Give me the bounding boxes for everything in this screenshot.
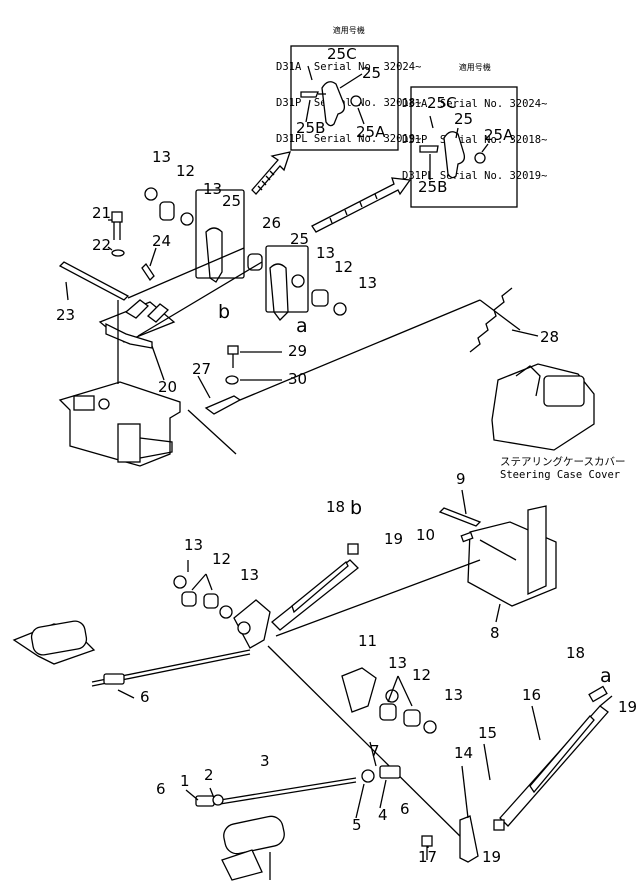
serial-row: D31A Serial No. 32024~ <box>402 98 548 110</box>
part-label: 13 <box>388 654 407 672</box>
steering-case-cover-en: Steering Case Cover <box>500 469 620 481</box>
inset-box-1: 25C 25 25B 25A <box>290 45 399 151</box>
part-label: 19 <box>618 698 637 716</box>
steering-case-cover-jp: ステアリングケースカバー <box>500 455 625 468</box>
part-label: 25C <box>427 94 457 112</box>
part-label: 23 <box>56 306 75 324</box>
upper-part-labels: 13 12 21 13 25 22 24 26 25 13 12 23 13 b… <box>56 148 559 399</box>
serial-row: D31A Serial No. 32024~ <box>276 61 422 73</box>
part-label: 25 <box>290 230 309 248</box>
part-label: 25 <box>454 110 473 128</box>
part-label: 6 <box>156 780 166 798</box>
part-label: 14 <box>454 744 473 762</box>
part-label: 13 <box>184 536 203 554</box>
part-label: 8 <box>490 624 500 642</box>
part-label: 3 <box>260 752 270 770</box>
part-label: 18 <box>566 644 585 662</box>
serial-row: D31PL Serial No. 32019~ <box>402 170 548 182</box>
upper-assembly <box>58 187 595 467</box>
part-label: 10 <box>416 526 435 544</box>
part-label: 25A <box>484 126 514 144</box>
part-label: 24 <box>152 232 171 250</box>
part-label: 30 <box>288 370 307 388</box>
part-label: b <box>350 497 362 519</box>
part-label: 25B <box>296 119 325 137</box>
part-label: 12 <box>412 666 431 684</box>
part-label: 6 <box>140 688 150 706</box>
part-label: a <box>296 315 308 337</box>
part-label: 4 <box>378 806 388 824</box>
part-label: 19 <box>384 530 403 548</box>
part-label: 12 <box>176 162 195 180</box>
part-label: 16 <box>522 686 541 704</box>
part-label: 25A <box>356 123 386 141</box>
part-label: 15 <box>478 724 497 742</box>
part-label: 1 <box>180 772 190 790</box>
part-label: 29 <box>288 342 307 360</box>
part-label: 20 <box>158 378 177 396</box>
serial-header-caption: 適用号機 <box>332 26 365 35</box>
part-label: 25 <box>222 192 241 210</box>
arrow-to-inset-1 <box>251 151 291 195</box>
lower-part-labels: 9 18 b 19 10 13 12 13 8 6 11 13 12 13 18… <box>117 470 637 866</box>
part-label: 6 <box>400 800 410 818</box>
part-label: 13 <box>203 180 222 198</box>
lower-assembly <box>12 505 613 881</box>
part-label: 25B <box>418 178 447 196</box>
part-label: 12 <box>334 258 353 276</box>
part-label: 13 <box>152 148 171 166</box>
part-label: 13 <box>316 244 335 262</box>
part-label: 27 <box>192 360 211 378</box>
part-label: 22 <box>92 236 111 254</box>
part-label: 13 <box>358 274 377 292</box>
arrow-to-inset-2 <box>311 177 412 233</box>
part-label: 9 <box>456 470 466 488</box>
inset-box-2: 25C 25 25A 25B <box>410 86 518 208</box>
part-label: a <box>600 665 612 687</box>
part-label: 17 <box>418 848 437 866</box>
part-label: 5 <box>352 816 362 834</box>
part-label: 19 <box>482 848 501 866</box>
part-label: 13 <box>444 686 463 704</box>
part-label: 13 <box>240 566 259 584</box>
part-label: 12 <box>212 550 231 568</box>
serial-header-caption: 適用号機 <box>458 63 491 72</box>
part-label: 28 <box>540 328 559 346</box>
part-label: 18 <box>326 498 345 516</box>
part-label: 25C <box>327 45 357 63</box>
part-label: b <box>218 301 230 323</box>
part-label: 26 <box>262 214 281 232</box>
part-label: 11 <box>358 632 377 650</box>
part-label: 21 <box>92 204 111 222</box>
part-label: 7 <box>370 742 380 760</box>
serial-row: D31PL Serial No. 32019~ <box>276 133 422 145</box>
part-label: 25 <box>362 64 381 82</box>
part-label: 2 <box>204 766 214 784</box>
